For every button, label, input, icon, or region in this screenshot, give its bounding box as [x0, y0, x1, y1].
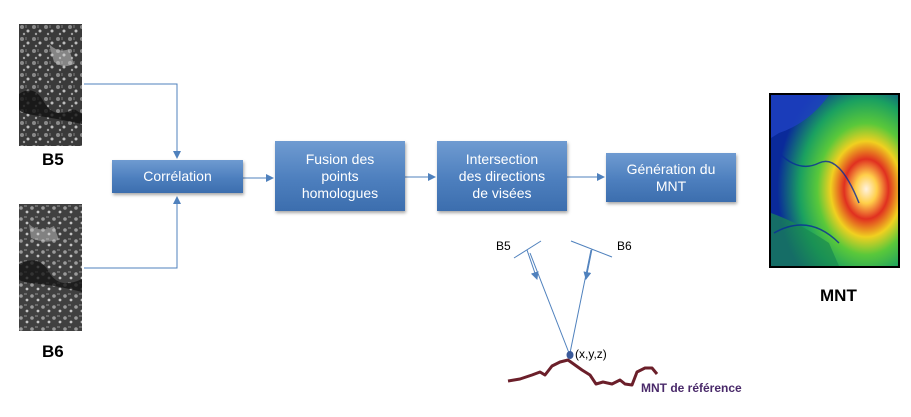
- sensor-b5-plane: [513, 240, 542, 259]
- satellite-texture-b6: [19, 204, 82, 331]
- satellite-image-b6: [19, 204, 82, 331]
- sensor-label-b6: B6: [617, 239, 632, 253]
- dem-heatmap: [771, 95, 898, 266]
- step-correlation: Corrélation: [112, 160, 243, 193]
- ground-point-label: (x,y,z): [575, 347, 607, 361]
- input-label-b5: B5: [42, 150, 64, 169]
- ray-b6: [569, 249, 592, 354]
- view-arrow-b6: [583, 248, 593, 280]
- arrow-b5-to-correlation: [84, 83, 181, 159]
- view-arrow-b5: [526, 249, 539, 280]
- step-intersection: Intersection des directions de visées: [437, 141, 567, 211]
- satellite-texture-b5: [19, 24, 82, 146]
- reference-dem-label: MNT de référence: [641, 381, 742, 395]
- arrow-b6-to-correlation: [84, 196, 181, 269]
- output-label-mnt: MNT: [820, 286, 857, 305]
- dem-image: [769, 93, 900, 268]
- terrain-profile: [507, 358, 659, 387]
- ground-point: [566, 351, 574, 359]
- step-generation: Génération du MNT: [606, 153, 736, 202]
- input-label-b6: B6: [42, 342, 64, 361]
- step-fusion: Fusion des points homologues: [275, 141, 405, 211]
- ray-b5: [529, 252, 570, 354]
- satellite-image-b5: [19, 24, 82, 146]
- sensor-label-b5: B5: [496, 239, 511, 253]
